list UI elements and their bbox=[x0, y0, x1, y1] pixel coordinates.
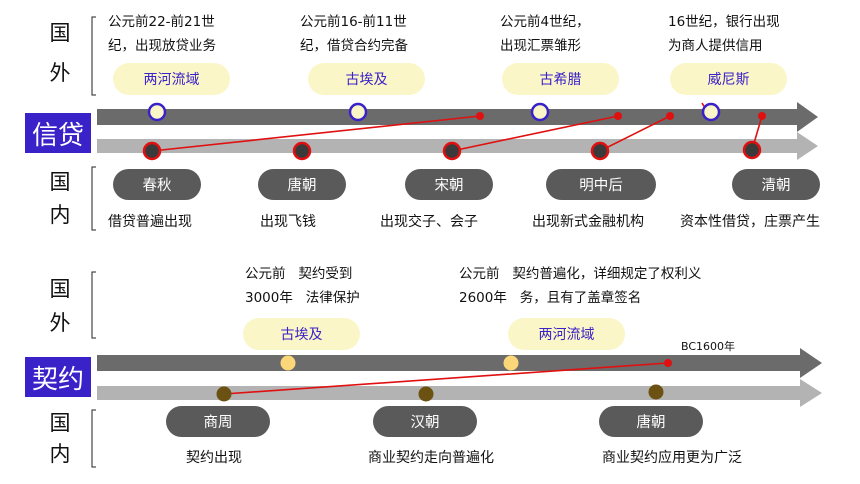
credit-domestic-bracket bbox=[91, 166, 96, 231]
credit-domestic-dot bbox=[442, 141, 462, 161]
contract-domestic-arrow bbox=[97, 379, 822, 407]
contract-place-pill: 古埃及 bbox=[243, 318, 360, 350]
credit-dynasty-pill: 宋朝 bbox=[405, 169, 493, 200]
contract-marker-label: BC1600年 bbox=[681, 340, 736, 353]
link-mingzhonghou-to-venice bbox=[599, 115, 671, 152]
contract-red-point bbox=[664, 359, 672, 367]
contract-domestic-label: 国 内 bbox=[49, 411, 71, 466]
credit-place-pill: 两河流域 bbox=[113, 63, 230, 95]
credit-dynasty-pill: 春秋 bbox=[113, 169, 201, 200]
credit-caption: 资本性借贷，庄票产生 bbox=[680, 214, 820, 230]
contract-domestic-dot bbox=[216, 386, 232, 402]
credit-domestic-dot bbox=[742, 140, 762, 160]
credit-foreign-note: 16世纪，银行出现 为商人提供信用 bbox=[668, 14, 780, 54]
credit-caption: 出现新式金融机构 bbox=[532, 214, 644, 230]
contract-caption: 商业契约应用更为广泛 bbox=[602, 450, 742, 466]
credit-domestic-dot bbox=[590, 141, 610, 161]
credit-dynasty-pill: 清朝 bbox=[732, 169, 820, 200]
link-chunqiu-to-fangdai bbox=[151, 115, 481, 152]
contract-foreign-dot bbox=[280, 355, 296, 371]
contract-dynasty-pill: 商周 bbox=[166, 406, 270, 437]
credit-foreign-label: 国 外 bbox=[49, 21, 71, 85]
credit-foreign-note: 公元前16-前11世 纪，借贷合约完备 bbox=[300, 14, 408, 54]
contract-caption: 商业契约走向普遍化 bbox=[368, 450, 494, 466]
contract-foreign-label: 国 外 bbox=[49, 277, 71, 335]
credit-foreign-note: 公元前4世纪， 出现汇票雏形 bbox=[500, 14, 590, 54]
contract-foreign-arrow bbox=[97, 348, 822, 378]
contract-foreign-note: 公元前 契约普遍化，详细规定了权利义 2600年 务，且有了盖章签名 bbox=[459, 266, 702, 306]
credit-domestic-label: 国 内 bbox=[49, 170, 71, 227]
credit-foreign-dot bbox=[530, 102, 550, 122]
contract-foreign-dot bbox=[503, 355, 519, 371]
credit-place-pill: 古希腊 bbox=[502, 63, 619, 95]
credit-caption: 借贷普遍出现 bbox=[108, 214, 192, 230]
credit-place-pill: 威尼斯 bbox=[670, 63, 787, 95]
credit-red-point bbox=[476, 112, 484, 120]
contract-foreign-bracket bbox=[91, 271, 96, 339]
credit-section-tag: 信贷 bbox=[25, 113, 91, 153]
credit-foreign-bracket bbox=[91, 16, 96, 96]
credit-foreign-note: 公元前22-前21世 纪，出现放贷业务 bbox=[108, 14, 216, 54]
credit-caption: 出现飞钱 bbox=[260, 214, 316, 230]
link-songchao-to-huipiao bbox=[451, 115, 619, 152]
credit-domestic-dot bbox=[142, 141, 162, 161]
contract-dynasty-pill: 唐朝 bbox=[599, 406, 703, 437]
credit-caption: 出现交子、会子 bbox=[380, 214, 478, 230]
credit-place-pill: 古埃及 bbox=[308, 63, 425, 95]
credit-domestic-dot bbox=[292, 141, 312, 161]
contract-domestic-dot bbox=[648, 384, 664, 400]
credit-red-point bbox=[666, 112, 674, 120]
contract-domestic-bracket bbox=[91, 409, 96, 468]
credit-red-point bbox=[614, 112, 622, 120]
contract-foreign-note: 公元前 契约受到 3000年 法律保护 bbox=[245, 266, 360, 306]
credit-foreign-dot bbox=[348, 102, 368, 122]
credit-dynasty-pill: 明中后 bbox=[546, 169, 656, 200]
credit-foreign-arrow bbox=[97, 102, 818, 132]
contract-section-tag: 契约 bbox=[25, 357, 91, 397]
contract-dynasty-pill: 汉朝 bbox=[373, 406, 477, 437]
link-shangzhou-to-bc1600 bbox=[223, 362, 669, 395]
contract-domestic-dot bbox=[418, 386, 434, 402]
credit-red-point bbox=[758, 112, 766, 120]
credit-dynasty-pill: 唐朝 bbox=[258, 169, 346, 200]
credit-foreign-dot bbox=[701, 102, 721, 122]
contract-caption: 契约出现 bbox=[186, 450, 242, 466]
credit-foreign-dot bbox=[147, 102, 167, 122]
contract-place-pill: 两河流域 bbox=[508, 318, 625, 350]
